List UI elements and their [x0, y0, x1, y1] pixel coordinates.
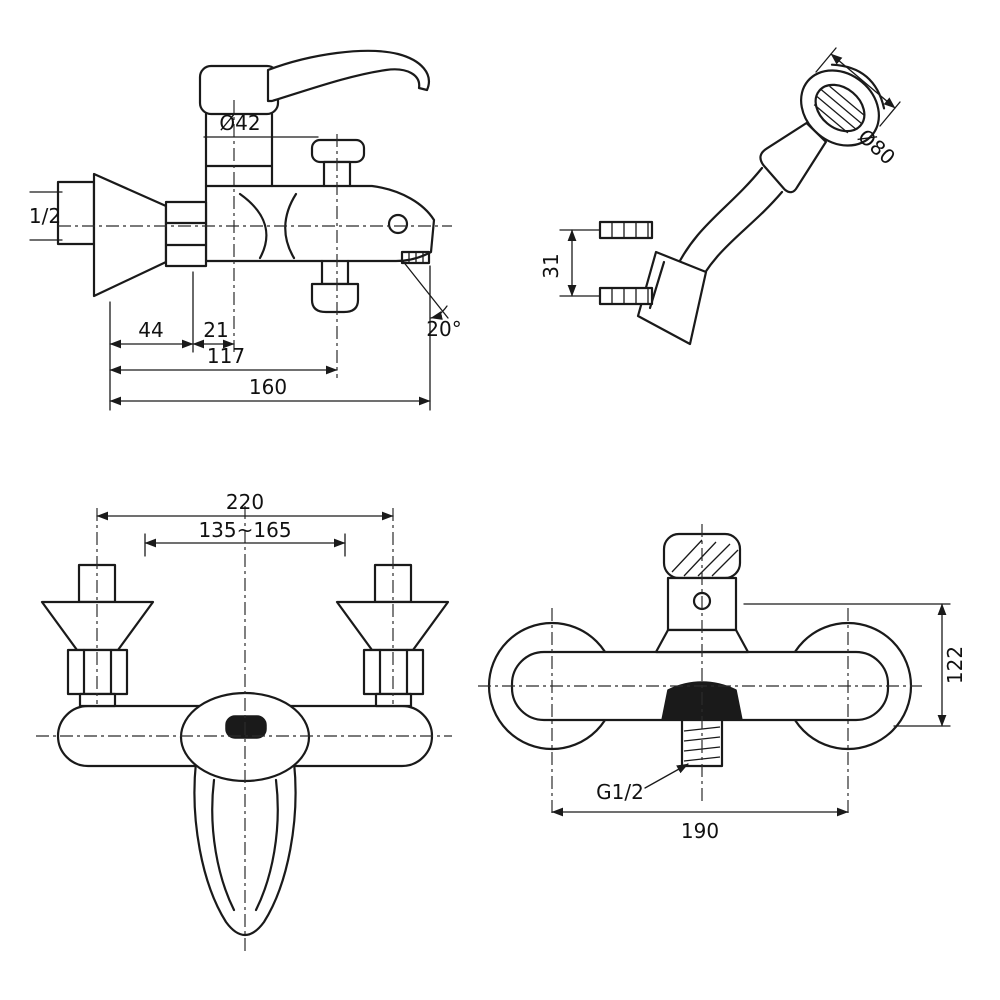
dim-21-label: 21	[203, 318, 228, 342]
head-extension-ticks	[815, 47, 901, 127]
hex-nut	[164, 200, 208, 268]
body-diameter-label: Ø42	[219, 111, 260, 135]
overall-width-label: 220	[226, 490, 264, 514]
flange-centers-label: 190	[681, 819, 719, 843]
inlet-size-label: 1/2	[29, 204, 61, 228]
bottom-knob-cap	[310, 282, 360, 314]
pin-extension-lines	[559, 229, 601, 297]
escutcheon-cone	[92, 172, 168, 298]
wall-pins	[559, 220, 654, 306]
right-flange	[335, 563, 450, 708]
dim-160-label: 160	[249, 375, 287, 399]
outlet-thread-label: G1/2	[596, 780, 644, 804]
angle-reference-line	[401, 259, 449, 319]
centerlines	[478, 524, 922, 816]
cartridge-housing	[204, 112, 274, 188]
hex-facets	[164, 221, 208, 247]
waterway-detail	[238, 192, 298, 260]
aerator-hatch	[408, 252, 424, 263]
dim-117-label: 117	[207, 344, 245, 368]
centerlines	[36, 506, 452, 952]
adjustable-centers-label: 135~165	[198, 518, 291, 542]
handle-base	[198, 64, 280, 116]
bottom-knob-stem	[320, 259, 350, 286]
diverter-flare	[654, 628, 750, 654]
hex-facets	[82, 648, 113, 696]
extension-lines	[109, 265, 431, 411]
pin-spacing-label: 31	[539, 253, 563, 278]
front-view: 190 G1/2 122	[478, 524, 967, 843]
hex-facets	[378, 648, 409, 696]
handle-lever	[266, 49, 430, 103]
side-view-dimensions: 44 21 117 160 20°	[109, 259, 462, 411]
plan-view: 220 135~165	[36, 490, 452, 952]
hose-inner-edge	[692, 190, 784, 294]
body-outline	[204, 184, 436, 263]
upper-pin	[598, 220, 654, 240]
spout-angle-label: 20°	[426, 317, 461, 341]
diverter-knob-cap	[310, 138, 366, 164]
wall-union	[56, 180, 96, 246]
body-height-label: 122	[943, 646, 967, 684]
aerator	[400, 250, 431, 265]
angle-arc	[430, 305, 448, 320]
centerlines	[58, 100, 452, 378]
plan-view-dimensions: 220 135~165	[96, 490, 394, 557]
hose-outer-edge	[672, 166, 764, 274]
dim-line-80	[830, 53, 896, 109]
side-view: 1/2 Ø42 44 21 117 160 20°	[29, 49, 462, 411]
inlet-label-ticks	[29, 191, 63, 241]
pin-hatch	[611, 222, 649, 304]
lower-pin	[598, 286, 654, 306]
hand-shower-view: 31 Ø80	[539, 47, 901, 346]
dim-44-label: 44	[138, 318, 163, 342]
outlet-leader	[644, 763, 689, 789]
blade-contours	[211, 778, 279, 912]
cap-hatch	[671, 539, 739, 577]
handle-button	[225, 715, 267, 739]
valve-detail	[387, 213, 409, 235]
head-handle	[759, 121, 828, 194]
front-view-dimensions: 190 G1/2 122	[551, 603, 967, 843]
